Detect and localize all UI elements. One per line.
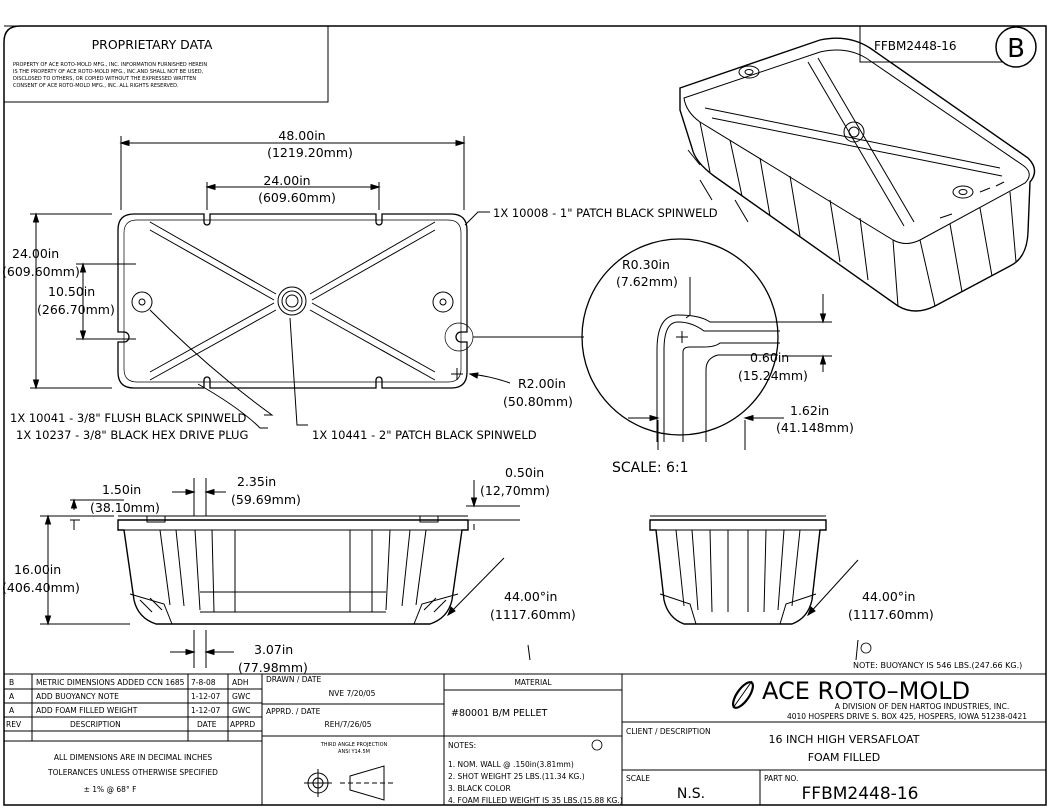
scale-label: SCALE	[626, 774, 650, 783]
approved-value: REH/7/26/05	[324, 720, 371, 729]
dim-rib-width-mm: (59.69mm)	[231, 492, 301, 507]
border-letter: B	[1007, 34, 1025, 64]
detail-scale-label: SCALE: 6:1	[612, 460, 689, 476]
isometric-view	[679, 37, 1036, 312]
dim-overall-width: 24.00in	[12, 246, 59, 261]
dim-hole-spacing-mm: (266.70mm)	[37, 302, 115, 317]
dim-height-mm: (406.40mm)	[2, 580, 80, 595]
dim-end-angle-mm: (1117.60mm)	[848, 607, 934, 622]
rev-3-desc: ADD FOAM FILLED WEIGHT	[36, 706, 138, 715]
dim-detail-radius-mm: (7.62mm)	[616, 274, 678, 289]
rev-header-appr: APPRD	[230, 720, 255, 729]
client-line-1: 16 INCH HIGH VERSAFLOAT	[769, 733, 920, 746]
top-view	[117, 213, 474, 389]
company-address: 4010 HOSPERS DRIVE S. BOX 425, HOSPERS, …	[787, 712, 1027, 721]
detail-view	[581, 238, 832, 450]
rev-1-date: 7-8-08	[191, 678, 216, 687]
dim-slot-depth: 0.60in	[750, 350, 789, 365]
proprietary-box: PROPRIETARY DATA PROPERTY OF ACE ROTO-MO…	[4, 25, 329, 103]
dim-slot-depth-mm: (15.24mm)	[738, 368, 808, 383]
part-tag: FFBM2448-16 B	[859, 26, 1037, 68]
dim-lip-height: 0.50in	[505, 465, 544, 480]
dim-slot-length: 1.62in	[790, 403, 829, 418]
callout-patch-2in: 1X 10441 - 2" PATCH BLACK SPINWELD	[312, 428, 537, 442]
rev-2-rev: A	[9, 692, 15, 701]
end-view	[649, 515, 872, 661]
title-block	[4, 673, 1046, 805]
rev-3-appr: GWC	[232, 706, 250, 715]
dim-hole-spacing: 10.50in	[48, 284, 95, 299]
note-3: 3. BLACK COLOR	[448, 784, 511, 793]
dim-overall-length-mm: (1219.20mm)	[267, 145, 353, 160]
proprietary-title: PROPRIETARY DATA	[92, 37, 213, 52]
tolerance-line-1: ALL DIMENSIONS ARE IN DECIMAL INCHES	[54, 753, 213, 762]
dim-lip-height-mm: (12,70mm)	[480, 483, 550, 498]
side-view-dimensions	[40, 478, 531, 668]
top-view-dimensions	[30, 136, 584, 429]
dim-side-angle: 44.00°in	[504, 589, 557, 604]
dim-slot-length-mm: (41.148mm)	[776, 420, 854, 435]
rev-1-desc: METRIC DIMENSIONS ADDED CCN 1685	[36, 678, 185, 687]
callout-patch-1in: 1X 10008 - 1" PATCH BLACK SPINWELD	[493, 206, 718, 220]
tolerance-line-3: ± 1% @ 68° F	[84, 785, 137, 794]
company-name: ACE ROTO–MOLD	[762, 677, 970, 705]
proprietary-line-1: PROPERTY OF ACE ROTO-MOLD MFG., INC. INF…	[13, 62, 207, 68]
dim-end-angle: 44.00°in	[862, 589, 915, 604]
callout-hex-plug: 1X 10237 - 3/8" BLACK HEX DRIVE PLUG	[16, 428, 248, 442]
dim-rim-offset: 1.50in	[102, 482, 141, 497]
proprietary-line-3: DISCLOSED TO OTHERS, OR COPIED WITHOUT T…	[13, 76, 196, 82]
client-label: CLIENT / DESCRIPTION	[626, 727, 711, 736]
dim-corner-radius-mm: (50.80mm)	[503, 394, 573, 409]
dim-corner-radius: R2.00in	[518, 376, 566, 391]
note-4: 4. FOAM FILLED WEIGHT IS 35 LBS.(15.88 K…	[448, 796, 623, 805]
rev-header-desc: DESCRIPTION	[70, 720, 121, 729]
part-no-label: PART NO.	[764, 774, 798, 783]
dim-height: 16.00in	[14, 562, 61, 577]
company-sub: A DIVISION OF DEN HARTOG INDUSTRIES, INC…	[835, 702, 1010, 711]
approved-label: APPRD. / DATE	[266, 707, 321, 716]
scale-value: N.S.	[677, 786, 705, 802]
proprietary-line-2: IS THE PROPERTY OF ACE ROTO-MOLD MFG., I…	[13, 69, 204, 75]
rev-2-date: 1-12-07	[191, 692, 220, 701]
dim-detail-radius: R0.30in	[622, 257, 670, 272]
projection-line-2: ANSI Y14.5M	[338, 749, 370, 755]
dim-base-rib: 3.07in	[254, 642, 293, 657]
projection-line-1: THIRD ANGLE PROJECTION	[320, 742, 388, 748]
material-label: MATERIAL	[514, 678, 552, 687]
rev-2-appr: GWC	[232, 692, 250, 701]
dim-overall-length: 48.00in	[278, 128, 325, 143]
client-line-2: FOAM FILLED	[808, 751, 881, 764]
drawn-label: DRAWN / DATE	[266, 675, 321, 684]
buoyancy-note: NOTE: BUOYANCY IS 546 LBS.(247.66 KG.)	[853, 661, 1022, 670]
company-logo	[731, 680, 755, 709]
side-view	[117, 515, 469, 625]
proprietary-line-4: CONSENT OF ACE ROTO-MOLD MFG., INC. ALL …	[13, 83, 179, 89]
rev-3-rev: A	[9, 706, 15, 715]
dim-overall-width-mm: (609.60mm)	[2, 264, 80, 279]
callout-flush-spinweld: 1X 10041 - 3/8" FLUSH BLACK SPINWELD	[10, 411, 247, 425]
note-1: 1. NOM. WALL @ .150in(3.81mm)	[448, 760, 574, 769]
dim-rim-offset-mm: (38.10mm)	[90, 500, 160, 515]
rev-1-rev: B	[9, 678, 14, 687]
dim-slot-spacing: 24.00in	[263, 173, 310, 188]
drawn-value: NVE 7/20/05	[329, 689, 376, 698]
note-2: 2. SHOT WEIGHT 25 LBS.(11.34 KG.)	[448, 772, 585, 781]
rev-2-desc: ADD BUOYANCY NOTE	[36, 692, 119, 701]
material-value: #80001 B/M PELLET	[451, 708, 547, 719]
projection-symbol	[304, 765, 394, 801]
rev-header-date: DATE	[197, 720, 217, 729]
dim-base-rib-mm: (77.98mm)	[238, 660, 308, 675]
part-no-value: FFBM2448-16	[802, 784, 919, 804]
notes-label: NOTES:	[448, 741, 476, 750]
tolerance-line-2: TOLERANCES UNLESS OTHERWISE SPECIFIED	[47, 768, 218, 777]
dim-slot-spacing-mm: (609.60mm)	[258, 190, 336, 205]
rev-3-date: 1-12-07	[191, 706, 220, 715]
rev-header-rev: REV	[6, 720, 22, 729]
dim-side-angle-mm: (1117.60mm)	[490, 607, 576, 622]
dim-rib-width: 2.35in	[237, 474, 276, 489]
rev-1-appr: ADH	[232, 678, 249, 687]
part-tag-text: FFBM2448-16	[874, 39, 957, 53]
